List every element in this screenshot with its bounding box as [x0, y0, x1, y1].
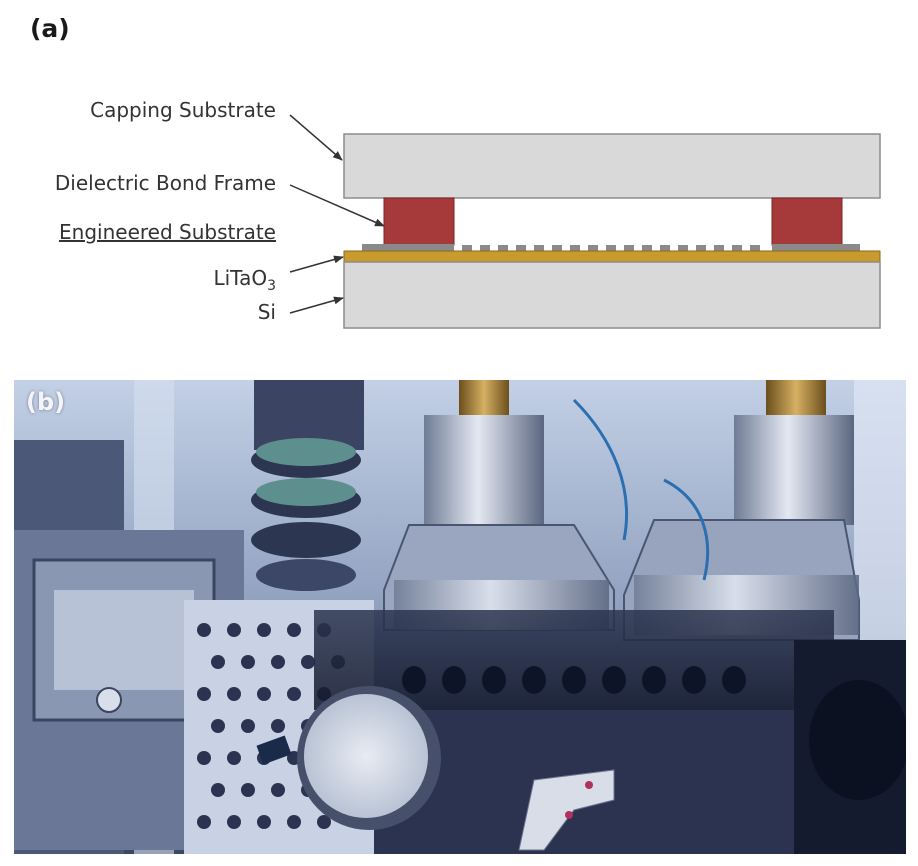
cross-section-diagram — [289, 114, 881, 329]
engineered-substrate-label: Engineered Substrate — [59, 220, 276, 244]
plate-hole — [211, 783, 225, 797]
plate-hole — [197, 623, 211, 637]
electrode-finger — [696, 245, 706, 251]
plate-hole — [241, 783, 255, 797]
plate-hole — [227, 751, 241, 765]
plate-hole — [642, 666, 666, 694]
plate-hole — [301, 655, 315, 669]
plate-hole — [257, 687, 271, 701]
plate-hole — [241, 719, 255, 733]
electrode-finger — [678, 245, 688, 251]
litao3-layer — [343, 250, 881, 263]
electrode-finger — [660, 245, 670, 251]
electrode-finger — [480, 245, 490, 251]
electrode-finger — [606, 245, 616, 251]
plate-hole — [287, 687, 301, 701]
plate-hole — [522, 666, 546, 694]
electrode-pattern — [362, 244, 860, 251]
electrode-pad — [772, 244, 860, 251]
equipment-illustration — [14, 380, 906, 854]
plate-hole — [257, 623, 271, 637]
plate-hole — [197, 687, 211, 701]
plate-hole — [602, 666, 626, 694]
capping-substrate — [343, 133, 881, 199]
plate-hole — [211, 655, 225, 669]
plate-hole — [402, 666, 426, 694]
plate-hole — [682, 666, 706, 694]
electrode-pad — [362, 244, 454, 251]
plate-hole — [197, 751, 211, 765]
capping-substrate-label: Capping Substrate — [90, 98, 276, 122]
plate-hole — [271, 783, 285, 797]
arrow-dielectric — [289, 184, 385, 227]
plate-hole — [211, 719, 225, 733]
arrow-capping — [289, 114, 343, 161]
electrode-finger — [498, 245, 508, 251]
electrode-finger — [714, 245, 724, 251]
plate-hole — [722, 666, 746, 694]
electrode-finger — [552, 245, 562, 251]
bond-frame-left — [383, 197, 455, 246]
electrode-finger — [534, 245, 544, 251]
plate-hole — [271, 655, 285, 669]
plate-hole — [197, 815, 211, 829]
si-label: Si — [257, 300, 276, 324]
plate-hole — [227, 623, 241, 637]
bond-frame-right — [771, 197, 843, 246]
plate-hole — [227, 815, 241, 829]
litao3-main-text: LiTaO — [213, 266, 268, 290]
panel-b-label: (b) — [26, 388, 66, 416]
electrode-finger — [570, 245, 580, 251]
electrode-finger — [588, 245, 598, 251]
litao3-label: LiTaO3 — [213, 266, 276, 294]
si-substrate — [343, 261, 881, 329]
arrow-litao3 — [289, 255, 344, 273]
plate-hole — [287, 815, 301, 829]
plate-hole — [287, 623, 301, 637]
electrode-finger — [462, 245, 472, 251]
plate-hole — [317, 815, 331, 829]
electrode-finger — [750, 245, 760, 251]
electrode-finger — [642, 245, 652, 251]
dielectric-bond-frame-label: Dielectric Bond Frame — [54, 171, 276, 195]
plate-hole — [482, 666, 506, 694]
wafer-bonding-equipment-photo: (b) — [14, 380, 906, 854]
plate-hole — [227, 687, 241, 701]
plate-hole — [271, 719, 285, 733]
plate-hole — [562, 666, 586, 694]
arrow-si — [289, 296, 344, 314]
plate-hole — [442, 666, 466, 694]
panel-a-label: (a) — [30, 14, 70, 43]
electrode-finger — [624, 245, 634, 251]
electrode-finger — [732, 245, 742, 251]
electrode-finger — [516, 245, 526, 251]
litao3-subscript: 3 — [267, 278, 276, 294]
plate-hole — [257, 815, 271, 829]
plate-hole — [241, 655, 255, 669]
